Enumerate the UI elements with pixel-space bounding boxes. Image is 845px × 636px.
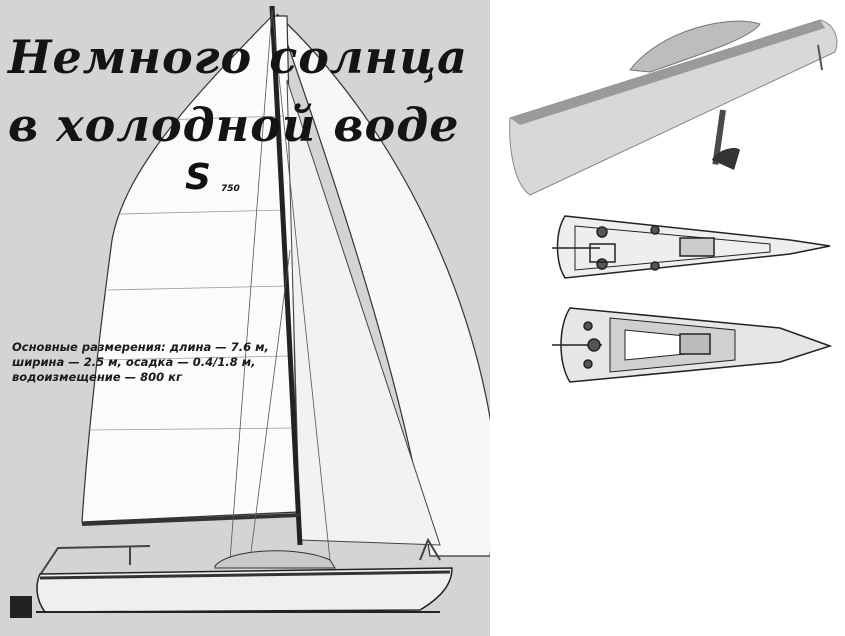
article-title-line-2: в холодной воде [8,98,460,152]
specifications-block: Основные размерения: длина — 7.6 м, шири… [12,340,269,385]
spec-line: водоизмещение — 800 кг [12,370,182,384]
hull-drawings-panel [490,0,845,636]
boom [81,513,301,526]
sailboat-profile-drawing [10,5,496,618]
jib-sail [286,79,441,546]
outboard-motor [10,596,32,618]
hull-stripe [39,570,451,580]
hull-drawings [490,0,845,636]
deck-plan-top [552,215,831,279]
model-logo-number: 750 [221,184,240,194]
deck-plan-bottom [552,307,833,383]
spec-line: Основные размерения: длина — 7.6 м, [12,340,269,354]
sailboat-profile-panel: Немного солнца в холодной воде S 750 Осн… [0,0,500,636]
spec-line: ширина — 2.5 м, осадка — 0.4/1.8 м, [12,355,256,369]
sail-battens [87,115,295,431]
hull-3d-render [509,19,838,196]
rigging-lines [229,9,331,561]
cabin-top [214,550,336,569]
mast [269,5,303,546]
article-title-line-1: Немного солнца [8,30,468,84]
mainsail [81,15,299,523]
deck-rails [39,537,441,576]
model-logo-letter: S [185,157,211,198]
hull [36,567,453,613]
